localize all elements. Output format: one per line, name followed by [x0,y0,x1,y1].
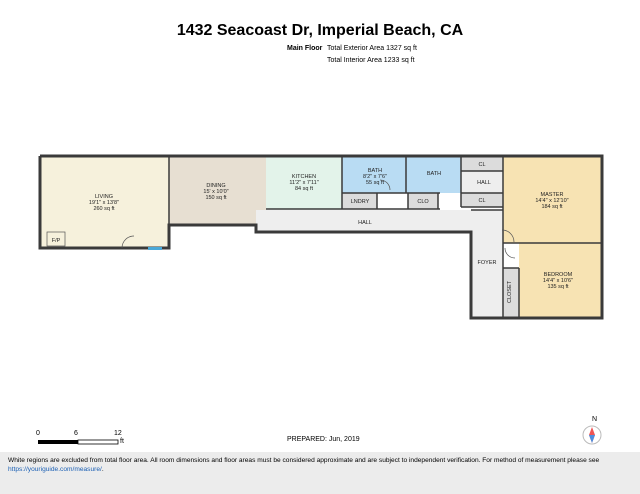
hall-small-label: HALL [477,180,491,186]
kitchen-name: KITCHEN [292,174,316,180]
master-area: 184 sq ft [541,204,563,210]
bedroom-name: BEDROOM [544,272,573,278]
door-swings [121,179,516,259]
living-room [40,157,169,248]
master-dims: 14'4" x 12'10" [535,198,568,204]
kitchen-area: 84 sq ft [295,186,314,192]
cl-top-room [461,157,503,171]
exterior-walls [38,154,604,320]
master-name: MASTER [541,192,564,198]
cl-bottom-room [461,193,503,207]
footer-text: White regions are excluded from total fl… [8,457,600,473]
bath1-room [342,157,406,193]
fp-label: F/P [52,238,61,244]
kitchen-room [266,157,342,209]
exterior-area: Total Exterior Area 1327 sq ft [327,45,417,52]
living-area: 260 sq ft [93,206,115,212]
footer-disclaimer: White regions are excluded from total fl… [8,457,600,464]
living-name: LIVING [95,194,113,200]
bath1-dims: 8'2" x 7'6" [363,174,387,180]
floor-label: Main Floor [287,45,323,52]
interior-walls [168,157,602,318]
bedroom-dims: 14'4" x 10'6" [543,278,573,284]
closet-room [503,268,519,317]
foyer-label: FOYER [478,260,497,266]
hall-main-label: HALL [358,220,372,226]
scale-twelve: 12 [114,430,122,437]
measure-link[interactable]: https://youriguide.com/measure/ [8,466,102,473]
scale-unit: ft [120,438,124,445]
dining-area: 150 sq ft [205,195,227,201]
entry-door-marker [148,247,162,250]
bath1-area: 55 sq ft [366,180,385,186]
footer: White regions are excluded from total fl… [0,452,640,494]
kitchen-dims: 11'2" x 7'11" [289,180,318,186]
closet-label: CLOSET [507,280,513,303]
scale-bar [38,439,119,445]
compass-north-label: N [592,416,598,423]
room-labels: LIVING 19'1" x 13'8" 260 sq ft F/P DININ… [52,162,573,303]
bath2-label: BATH [427,171,441,177]
living-dims: 19'1" x 13'8" [89,200,119,206]
scale-six: 6 [74,430,78,437]
bedroom-room [519,243,602,317]
master-room [503,157,602,243]
compass-icon [582,425,602,445]
dining-room [169,157,266,225]
prepared-date: PREPARED: Jun, 2019 [287,436,360,443]
interior-area: Total Interior Area 1233 sq ft [327,57,415,64]
page-title: 1432 Seacoast Dr, Imperial Beach, CA [176,22,464,39]
hall-small-room [461,171,503,193]
laundry-label: LNDRY [351,199,370,205]
bath1-name: BATH [368,168,382,174]
clo-room [408,193,438,209]
cl-top-label: CL [478,162,485,168]
dining-dims: 15' x 10'0" [203,189,228,195]
scale-zero: 0 [36,430,40,437]
cl-bottom-label: CL [478,198,485,204]
bedroom-area: 135 sq ft [547,284,569,290]
clo-label: CLO [417,199,429,205]
fireplace [46,231,66,247]
bath2-room [406,157,461,193]
hall-main-room [256,210,471,232]
dining-name: DINING [206,183,225,189]
foyer-room [471,210,503,317]
laundry-room [342,193,377,209]
